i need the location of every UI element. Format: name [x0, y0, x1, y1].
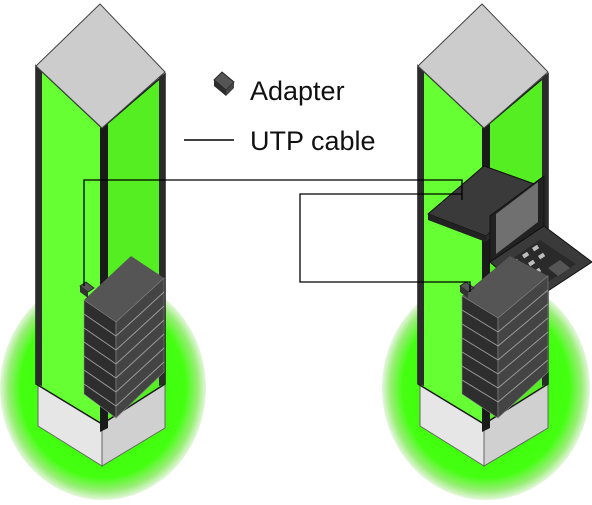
utp-cables: [83, 179, 471, 292]
cable-left-to-console: [83, 179, 463, 286]
legend-adapter-label: Adapter: [250, 76, 345, 106]
right-rack-top: [417, 3, 549, 129]
left-rack-top: [35, 3, 166, 129]
left-rack: [0, 3, 206, 500]
right-rack-post-left: [418, 66, 424, 386]
cable-console-loop: [299, 193, 471, 292]
left-equipment-stack: [83, 256, 165, 419]
left-rack-post-left: [36, 66, 42, 386]
adapter-icon: [213, 71, 235, 96]
right-equipment-stack: [461, 256, 549, 419]
right-rack: [382, 3, 592, 500]
legend: Adapter UTP cable: [184, 71, 376, 156]
legend-cable-label: UTP cable: [250, 126, 376, 156]
left-adapter-icon-side: [80, 286, 88, 298]
right-adapter-icon-side: [460, 286, 468, 298]
